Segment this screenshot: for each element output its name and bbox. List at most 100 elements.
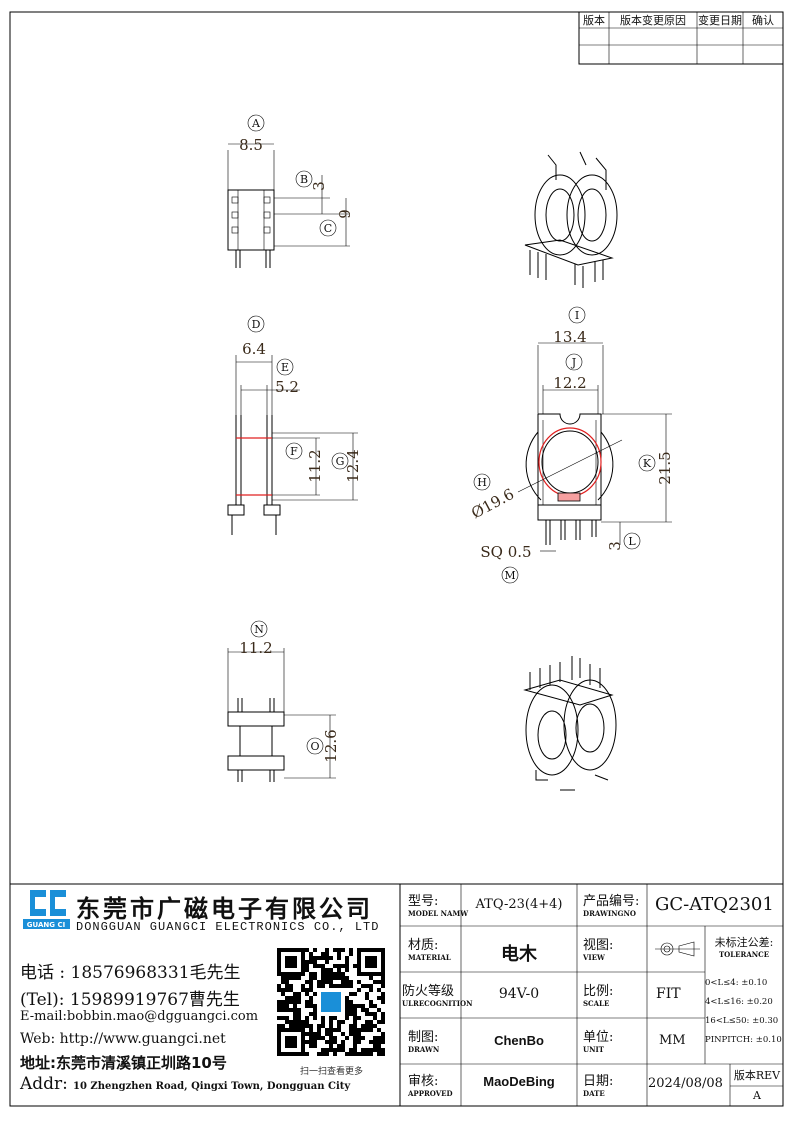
dim-label-m: M [504, 569, 515, 582]
dim-label-f: F [290, 445, 298, 458]
isometric-view-bottom [523, 656, 617, 791]
material-label: 材质:MATERIAL [408, 934, 451, 962]
approved-label-cn: 审核: [408, 1074, 439, 1089]
dim-label-b: B [300, 173, 308, 186]
dim-label-g: G [336, 455, 345, 468]
rev-value: A [753, 1089, 761, 1102]
drawn-label-cn: 制图: [408, 1030, 439, 1045]
dim-value-l: 3 [606, 541, 624, 551]
drawn-label-en: DRAWN [408, 1045, 440, 1054]
unit-label-en: UNIT [583, 1045, 604, 1054]
scale-value: FIT [656, 986, 681, 1002]
company-logo: GUANG CI [23, 890, 70, 929]
dim-value-f: 11.2 [306, 449, 324, 482]
dim-value-i: 13.4 [553, 328, 586, 346]
approved-value: MaoDeBing [483, 1074, 555, 1089]
dim-label-n: N [254, 623, 264, 636]
dim-value-m: SQ 0.5 [480, 543, 531, 561]
address-en-line: Addr: 10 Zhengzhen Road, Qingxi Town, Do… [20, 1074, 350, 1094]
rev-header-version: 版本 [583, 13, 605, 27]
drawingno-label-cn: 产品编号: [583, 894, 640, 909]
ul-label-en: ULRECOGNITION [402, 999, 473, 1008]
unit-value: MM [659, 1033, 686, 1048]
drawn-label: 制图:DRAWN [408, 1026, 439, 1054]
projection-symbol-icon [655, 941, 700, 957]
side-view-middle [227, 355, 358, 535]
tolerance-label-en: TOLERANCE [718, 950, 770, 959]
qr-code [277, 948, 385, 1056]
date-value: 2024/08/08 [648, 1076, 723, 1091]
company-name-cn: 东莞市广磁电子有限公司 [76, 895, 373, 923]
sheet-border [9, 11, 784, 1107]
unit-label: 单位:UNIT [583, 1026, 613, 1054]
dim-label-o: O [310, 740, 319, 753]
company-name-en: DONGGUAN GUANGCI ELECTRONICS CO., LTD [76, 920, 380, 934]
front-view [517, 342, 672, 552]
material-value: 电木 [501, 944, 537, 965]
view-label-en: VIEW [583, 953, 605, 962]
rev-header-confirm: 确认 [752, 14, 774, 27]
date-label: 日期:DATE [583, 1070, 613, 1098]
material-label-en: MATERIAL [408, 953, 451, 962]
website: Web: http://www.guangci.net [20, 1031, 226, 1047]
phone-1: 电话 : 18576968331毛先生 [20, 963, 241, 983]
dim-value-e: 5.2 [275, 378, 299, 396]
approved-label-en: APPROVED [408, 1089, 453, 1098]
dim-label-c: C [324, 222, 332, 235]
model-label-cn: 型号: [408, 894, 439, 909]
approved-label: 审核:APPROVED [408, 1070, 453, 1098]
dim-label-h: H [477, 476, 487, 489]
isometric-view-top [524, 151, 618, 288]
address-cn: 地址:东莞市清溪镇正圳路10号 [20, 1054, 227, 1072]
ul-label-cn: 防火等级 [402, 984, 455, 999]
date-label-en: DATE [583, 1089, 605, 1098]
tolerance-label-cn: 未标注公差: [714, 936, 774, 949]
dim-value-b: 3 [310, 181, 328, 191]
scale-label-en: SCALE [583, 999, 610, 1008]
material-label-cn: 材质: [408, 938, 439, 953]
drawingno-value: GC-ATQ2301 [655, 894, 774, 915]
scale-label: 比例:SCALE [583, 980, 613, 1008]
dim-value-a: 8.5 [239, 136, 263, 154]
dim-value-o: 12.6 [322, 729, 340, 762]
dim-value-h: Ø19.6 [468, 485, 517, 522]
logo-text: GUANG CI [27, 921, 65, 929]
unit-label-cn: 单位: [583, 1030, 614, 1045]
dim-value-j: 12.2 [553, 374, 586, 392]
dim-label-e: E [281, 361, 289, 374]
drawingno-label-en: DRAWINGNO [583, 909, 636, 918]
dim-label-d: D [252, 318, 261, 331]
ul-value: 94V-0 [498, 986, 540, 1002]
model-label-en: MODEL NAMW [408, 909, 469, 918]
view-label-cn: 视图: [583, 938, 614, 953]
dim-value-d: 6.4 [242, 340, 266, 358]
dim-label-l: L [628, 535, 636, 548]
rev-header-reason: 版本变更原因 [620, 13, 686, 27]
revision-table: 版本 版本变更原因 变更日期 确认 [578, 11, 784, 65]
side-view-top [227, 143, 350, 268]
phone-2: (Tel): 15989919767曹先生 [20, 990, 240, 1010]
dim-label-a: A [251, 117, 261, 130]
qr-caption: 扫一扫查看更多 [300, 1067, 364, 1077]
email: E-mail:bobbin.mao@dgguangci.com [20, 1009, 259, 1024]
tolerance-item: 0<L≤4: ±0.10 [705, 978, 768, 988]
model-label: 型号:MODEL NAMW [408, 890, 468, 918]
tolerance-item: PINPITCH: ±0.10 [705, 1035, 782, 1045]
dim-value-n: 11.2 [239, 639, 272, 657]
model-value: ATQ-23(4+4) [475, 897, 563, 912]
drawn-value: ChenBo [494, 1033, 544, 1048]
rev-header-date: 变更日期 [698, 13, 742, 27]
title-block-grid [399, 884, 783, 1106]
dim-value-g: 12.4 [344, 449, 362, 482]
tolerance-label: 未标注公差:TOLERANCE [705, 934, 783, 959]
drawingno-label: 产品编号:DRAWINGNO [583, 890, 639, 918]
tolerance-list: 0<L≤4: ±0.10 4<L≤16: ±0.20 16<L≤50: ±0.3… [705, 974, 782, 1050]
dim-value-k: 21.5 [656, 451, 674, 484]
dimension-labels: A 8.5 B 3 C 9 D 6.4 E 5.2 F 11.2 G 12.4 … [239, 114, 674, 763]
dim-value-c: 9 [336, 209, 354, 219]
view-label: 视图:VIEW [583, 934, 613, 962]
address-label: Addr: [20, 1074, 68, 1094]
tolerance-item: 16<L≤50: ±0.30 [705, 1016, 779, 1026]
dim-label-j: J [571, 356, 576, 369]
